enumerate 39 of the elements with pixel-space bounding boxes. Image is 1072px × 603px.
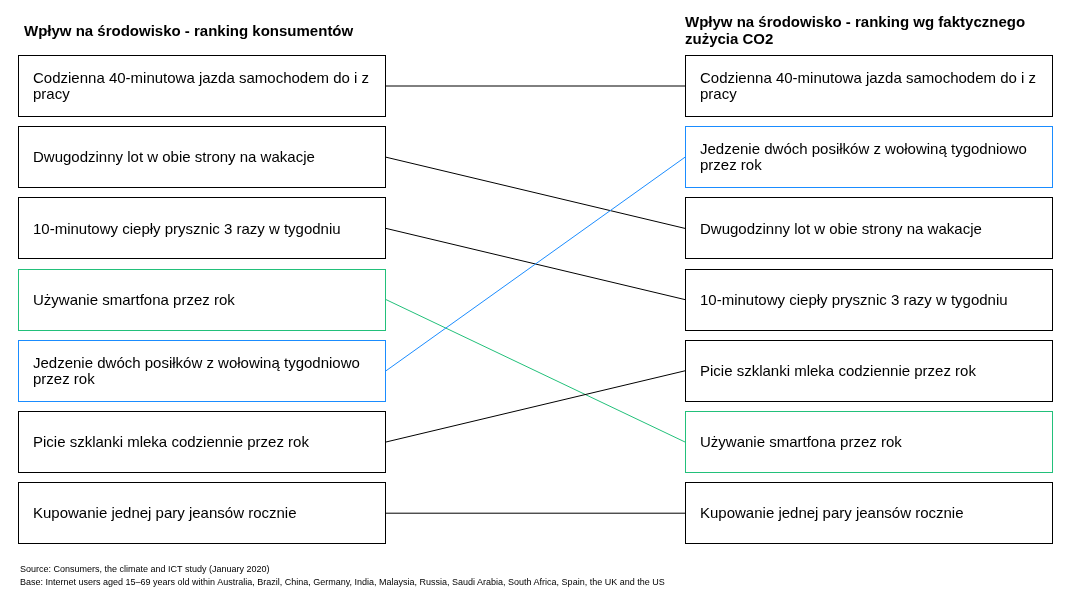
box-text: Picie szklanki mleka codziennie przez rok xyxy=(700,362,977,379)
text-box xyxy=(685,126,1053,189)
connector-line xyxy=(385,512,686,514)
text-box xyxy=(18,411,386,473)
text-box xyxy=(685,339,1053,402)
column-heading: Wpływ na środowisko - ranking wg faktycznego zużycia CO2 xyxy=(685,14,1027,47)
text-box xyxy=(685,482,1053,545)
connector-line xyxy=(385,85,686,87)
footnote: Source: Consumers, the climate and ICT study (January 2020) xyxy=(20,563,271,576)
box-text: Jedzenie dwóch posiłków z wołowiną tygodniowo przez rok xyxy=(700,141,1028,173)
text-box xyxy=(18,126,386,189)
box-text: Jedzenie dwóch posiłków z wołowiną tygodniowo przez rok xyxy=(33,355,361,387)
box-text: 10-minutowy ciepły prysznic 3 razy w tygodniu xyxy=(700,291,1009,308)
box-text: Dwugodzinny lot w obie strony na wakacje xyxy=(700,220,983,237)
connector-line xyxy=(385,227,686,301)
box-text: Używanie smartfona przez rok xyxy=(33,291,236,308)
box-text: 10-minutowy ciepły prysznic 3 razy w tygodniu xyxy=(33,220,342,237)
text-box xyxy=(18,339,386,402)
text-box xyxy=(18,197,386,260)
text-box xyxy=(685,268,1053,331)
column-heading: Wpływ na środowisko - ranking konsumentów xyxy=(24,22,355,41)
box-text: Dwugodzinny lot w obie strony na wakacje xyxy=(33,149,316,166)
text-box xyxy=(685,55,1053,117)
box-text: Picie szklanki mleka codziennie przez rok xyxy=(33,434,310,450)
text-box xyxy=(18,482,386,545)
connector-line xyxy=(385,156,686,372)
footnote: Base: Internet users aged 15–69 years old within Australia, Brazil, China, Germany, India, Malaysia, Russia, Saudi Arabia, South Africa, Spain, the UK and the US xyxy=(20,576,666,589)
connector-line xyxy=(385,370,686,443)
text-box xyxy=(18,55,386,117)
box-text: Kupowanie jednej pary jeansów rocznie xyxy=(33,505,298,522)
connector-line xyxy=(385,156,686,229)
box-text: Kupowanie jednej pary jeansów rocznie xyxy=(700,505,965,522)
connector-line xyxy=(385,299,686,443)
box-text: Używanie smartfona przez rok xyxy=(700,434,903,450)
box-text: Codzienna 40-minutowa jazda samochodem do i z pracy xyxy=(700,70,1038,102)
text-box xyxy=(685,411,1053,473)
text-box xyxy=(685,197,1053,260)
box-text: Codzienna 40-minutowa jazda samochodem do i z pracy xyxy=(33,70,371,102)
text-box xyxy=(18,268,386,331)
